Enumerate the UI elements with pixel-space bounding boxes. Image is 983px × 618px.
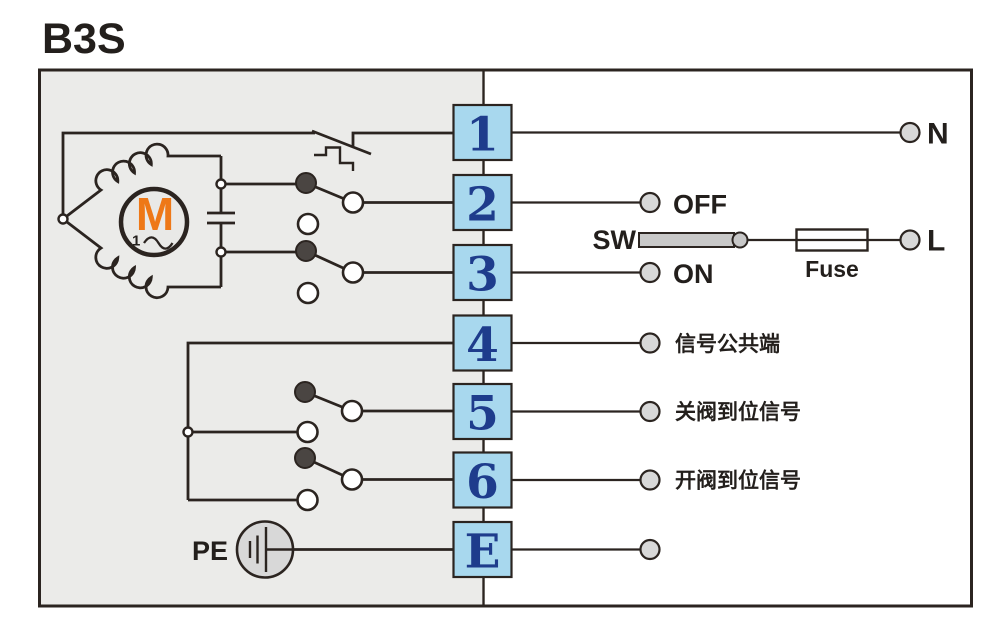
wire-terminal4-common xyxy=(186,341,454,500)
motor-common-junction xyxy=(57,213,69,225)
motor-winding-top-coil xyxy=(62,142,221,221)
switch3-nc-contact xyxy=(296,281,320,305)
switch2-no-contact xyxy=(341,191,365,214)
diagram-title: B3S xyxy=(42,15,126,63)
supply-circuit xyxy=(511,131,901,551)
terminal-block-5-label: 5 xyxy=(466,387,499,442)
terminal-block-5-box xyxy=(452,382,513,441)
wire-motor-common-to-thermal xyxy=(61,131,315,219)
terminal-block-1-label: 1 xyxy=(466,108,499,163)
switch-contacts xyxy=(57,172,365,512)
label-close-in-place: 关阀到位信号 xyxy=(675,400,801,424)
label-open-in-place: 开阀到位信号 xyxy=(675,469,801,493)
motor-symbol-circle xyxy=(118,186,190,258)
terminal-block-4-box xyxy=(452,314,513,372)
switch5-no-contact xyxy=(340,399,364,423)
switch6-nc-contact xyxy=(296,488,319,512)
fuse-symbol xyxy=(795,228,869,252)
label-L: L xyxy=(927,225,945,258)
actuator-panel-background xyxy=(41,71,482,605)
switch5-nc-contact xyxy=(296,420,319,444)
winding-top-junction xyxy=(215,178,227,190)
external-terminals xyxy=(639,121,921,561)
terminal-block-E-label: E xyxy=(465,525,501,580)
switch2-common-contact xyxy=(295,172,317,194)
terminal-block-E-box xyxy=(452,520,513,579)
terminal-blocks: 1 2 3 4 5 6 E xyxy=(452,103,513,580)
label-OFF: OFF xyxy=(673,190,727,220)
switch3-no-contact xyxy=(341,261,365,284)
terminal-block-3-box xyxy=(452,243,513,302)
thermal-element-symbol xyxy=(314,146,355,171)
sine-wave-icon xyxy=(143,236,174,250)
switch6-common-contact xyxy=(294,447,316,469)
wire-thermal-to-terminal1 xyxy=(351,131,454,146)
terminal-signal-common-node xyxy=(639,332,661,354)
terminal-close-signal-node xyxy=(639,400,661,423)
terminal-block-6: 6 xyxy=(452,451,513,510)
terminal-E-out-node xyxy=(639,538,661,561)
terminal-block-6-box xyxy=(452,451,513,509)
motor-letter: M xyxy=(136,188,174,240)
label-ON: ON xyxy=(673,259,714,289)
switch3-common-contact xyxy=(295,240,317,262)
motor-phase-number: 1 xyxy=(132,233,140,250)
signal-common-junction xyxy=(182,426,194,438)
switch6-no-contact xyxy=(340,468,364,491)
terminal-block-E: E xyxy=(452,520,513,580)
terminal-N-node xyxy=(899,121,921,144)
terminal-block-2: 2 xyxy=(452,173,513,233)
sw-handle-bar xyxy=(638,232,735,248)
winding-bottom-junction xyxy=(215,246,227,258)
terminal-open-signal-node xyxy=(639,469,661,491)
pe-ground xyxy=(235,520,454,579)
thermal-protector-lever xyxy=(311,129,372,156)
motor-winding-bottom-coil xyxy=(62,217,221,300)
terminal-on-node xyxy=(639,261,661,284)
label-signal-common: 信号公共端 xyxy=(675,332,780,356)
terminal-L-node xyxy=(899,229,921,251)
terminal-block-6-label: 6 xyxy=(466,455,499,510)
terminal-block-2-box xyxy=(452,173,513,232)
terminal-block-1: 1 xyxy=(452,103,513,163)
label-PE: PE xyxy=(192,536,228,566)
terminal-block-3-label: 3 xyxy=(466,248,499,303)
terminal-block-5: 5 xyxy=(452,382,513,442)
label-Fuse: Fuse xyxy=(805,256,859,282)
terminal-block-1-box xyxy=(452,103,513,162)
motor-circuit xyxy=(61,129,454,300)
label-N: N xyxy=(927,118,949,151)
terminal-block-2-label: 2 xyxy=(466,178,499,233)
terminal-block-3: 3 xyxy=(452,243,513,303)
terminal-block-4: 4 xyxy=(452,314,513,373)
sw-pivot-contact xyxy=(731,231,749,249)
terminal-off-node xyxy=(639,191,661,214)
terminal-block-4-label: 4 xyxy=(466,318,499,373)
switch2-nc-contact xyxy=(296,212,320,236)
switch5-common-contact xyxy=(294,381,316,403)
label-SW: SW xyxy=(593,225,637,255)
